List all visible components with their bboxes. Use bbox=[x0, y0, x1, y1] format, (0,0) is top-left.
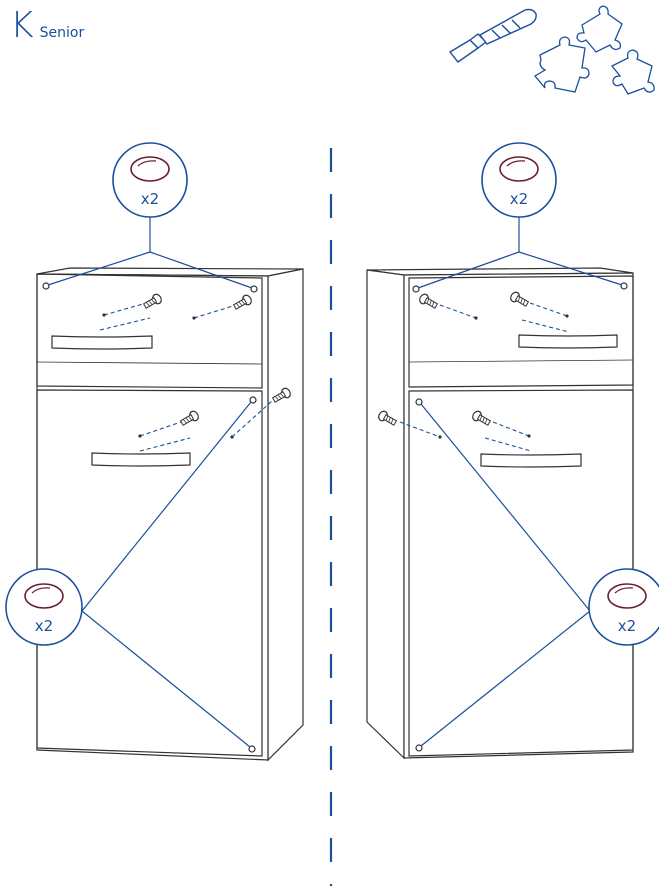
callout-quantity: x2 bbox=[510, 190, 528, 208]
right-hole-dots bbox=[438, 314, 569, 439]
callout-top-right: x2 bbox=[481, 142, 557, 218]
right-leader-lines bbox=[417, 212, 623, 747]
right-guides bbox=[399, 302, 570, 452]
puzzle-icon bbox=[534, 5, 655, 95]
brand-name: Senior bbox=[39, 25, 85, 41]
callout-quantity: x2 bbox=[35, 617, 53, 635]
screwdriver-icon bbox=[448, 8, 537, 63]
callout-bottom-right: x2 bbox=[588, 568, 659, 646]
right-cabinet bbox=[366, 267, 634, 760]
callout-quantity: x2 bbox=[141, 190, 159, 208]
left-hole-dots bbox=[102, 313, 234, 439]
left-cabinet bbox=[36, 267, 304, 762]
callout-quantity: x2 bbox=[618, 617, 636, 635]
left-guides bbox=[99, 303, 273, 452]
callout-bottom-left: x2 bbox=[5, 568, 83, 646]
callout-top-left: x2 bbox=[112, 142, 188, 218]
brand-logo: K Senior bbox=[10, 8, 84, 44]
left-leader-lines bbox=[47, 212, 253, 748]
brand-letter: K bbox=[10, 5, 34, 46]
